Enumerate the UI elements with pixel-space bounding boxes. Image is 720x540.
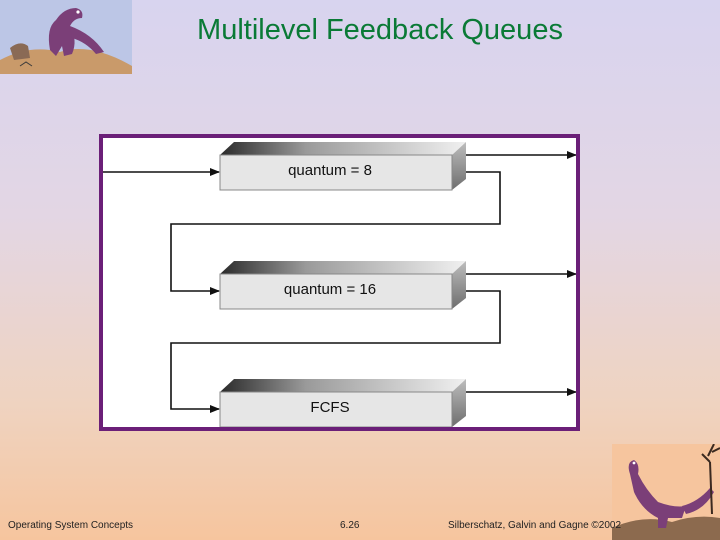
queue-box-1 bbox=[219, 142, 466, 191]
footer-book-title: Operating System Concepts bbox=[8, 520, 134, 531]
diagram-frame: quantum = 8 quantum = 16 FCFS bbox=[99, 134, 580, 431]
dinosaur-top-left-image bbox=[0, 0, 132, 74]
footer-authors: Silberschatz, Galvin and Gagne ©2002 bbox=[448, 520, 622, 531]
footer-slide-number: 6.26 bbox=[340, 520, 360, 531]
queue-box-2 bbox=[219, 261, 466, 310]
feedback-arrow-2-to-3 bbox=[170, 290, 501, 413]
queue-3-label: FCFS bbox=[310, 399, 350, 416]
feedback-arrow-1-to-2 bbox=[170, 171, 501, 295]
dinosaur-bottom-right-image bbox=[612, 444, 720, 540]
queue-1-label: quantum = 8 bbox=[288, 162, 372, 179]
slide-title: Multilevel Feedback Queues bbox=[197, 14, 563, 46]
queue-2-label: quantum = 16 bbox=[283, 281, 377, 298]
feedback-queue-diagram bbox=[103, 142, 576, 427]
queue-box-3 bbox=[219, 379, 466, 427]
